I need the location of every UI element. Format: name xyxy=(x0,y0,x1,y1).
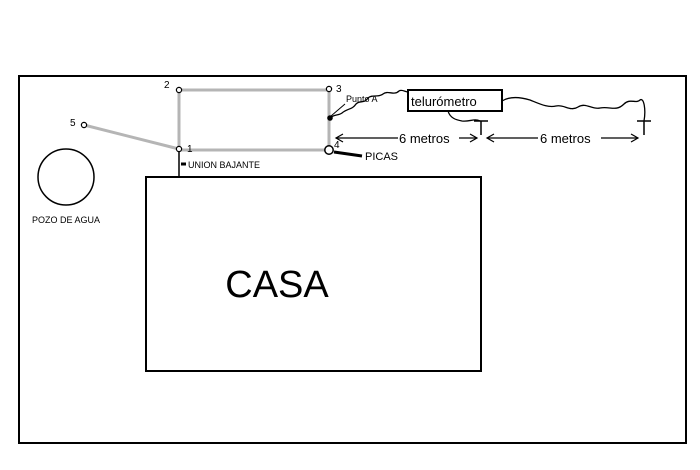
point-2-label: 2 xyxy=(164,80,170,91)
point-4-label: 4 xyxy=(334,140,340,151)
stake-1 xyxy=(474,120,488,135)
distance-arrow-1 xyxy=(334,133,479,143)
property-boundary xyxy=(18,75,687,444)
house-label: CASA xyxy=(225,264,329,306)
point-a-label: Punto A xyxy=(346,94,378,104)
test-lead-stake-2 xyxy=(501,96,646,122)
picas-marker xyxy=(333,150,363,158)
point-5-marker xyxy=(80,121,88,129)
test-lead-stake-1 xyxy=(447,110,481,122)
distance-1-label: 6 metros xyxy=(399,131,450,146)
point-5-label: 5 xyxy=(70,118,76,129)
house xyxy=(145,176,482,372)
downspout-union-label: UNION BAJANTE xyxy=(188,160,260,170)
water-well-label: POZO DE AGUA xyxy=(32,215,100,225)
distance-2-label: 6 metros xyxy=(540,131,591,146)
point-4-marker xyxy=(324,145,334,155)
earth-tester-label: telurómetro xyxy=(411,94,477,109)
ground-wire-loop xyxy=(177,88,331,152)
point-3-label: 3 xyxy=(336,84,342,95)
point-a-leader xyxy=(330,103,346,117)
point-2-marker xyxy=(175,86,183,94)
water-well-circle xyxy=(37,148,95,206)
ground-wire-branch xyxy=(83,123,180,151)
point-1-label: 1 xyxy=(187,144,193,155)
stake-2 xyxy=(637,120,651,135)
test-lead-a xyxy=(329,89,409,119)
distance-arrow-2 xyxy=(485,133,640,143)
point-1-marker xyxy=(175,145,183,153)
point-3-marker xyxy=(325,85,333,93)
picas-label: PICAS xyxy=(365,151,398,163)
